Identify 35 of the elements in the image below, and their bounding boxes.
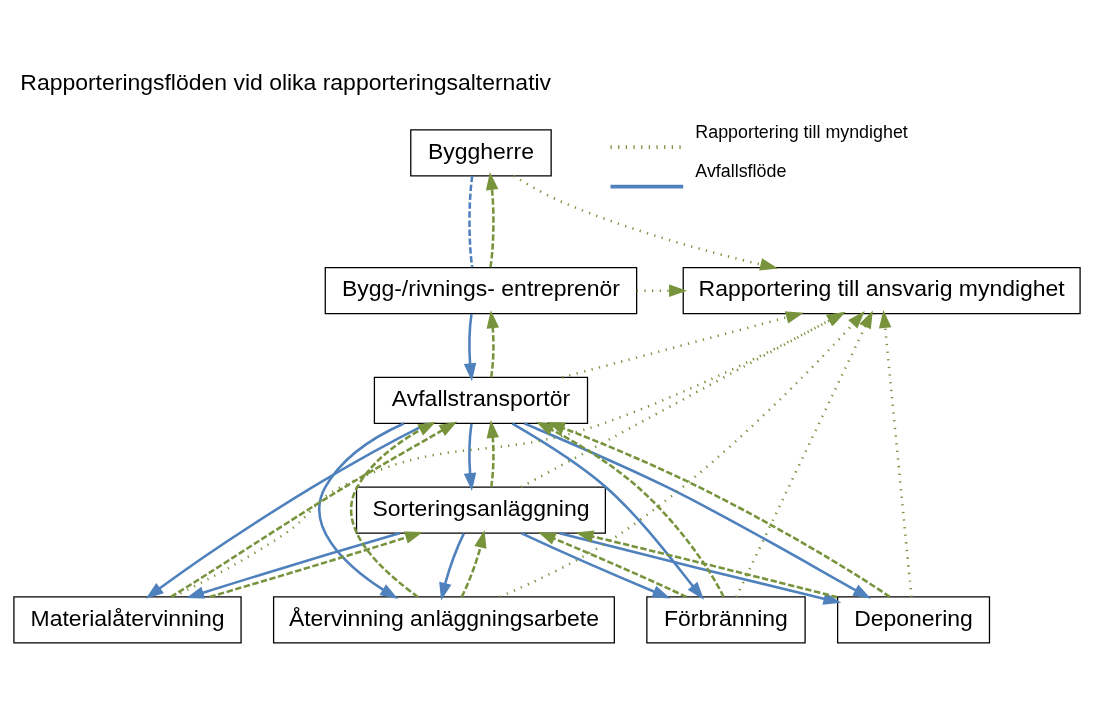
arrow xyxy=(318,421,405,599)
node-box: Förbränning xyxy=(646,595,806,644)
arrow xyxy=(463,313,477,381)
node-box: Byggherre xyxy=(410,128,552,176)
legend-label: Avfallsflöde xyxy=(695,160,787,181)
arrow xyxy=(439,532,465,601)
arrow xyxy=(559,531,842,605)
arrow xyxy=(561,310,804,379)
arrow xyxy=(636,283,687,297)
node-box: Avfallstransportör xyxy=(373,376,589,424)
diagram-title: Rapporteringsflöden vid olika rapporteringsalternativ xyxy=(20,68,552,95)
connector xyxy=(468,175,474,267)
arrow xyxy=(486,419,500,487)
arrow xyxy=(521,531,671,598)
arrow xyxy=(460,529,487,597)
node-box: Deponering xyxy=(837,595,991,644)
arrow xyxy=(170,420,458,598)
node-box: Materialåtervinning xyxy=(13,595,242,644)
arrow xyxy=(575,529,838,598)
arrow xyxy=(511,421,704,600)
node-box: Rapportering till ansvarig myndighet xyxy=(682,266,1081,314)
arrow xyxy=(209,531,423,598)
node-box: Sorteringsanläggning xyxy=(355,486,606,534)
legend-label: Rapportering till myndighet xyxy=(695,121,908,142)
node-box: Bygg-/rivnings- entreprenör xyxy=(324,266,638,314)
arrow xyxy=(512,174,779,271)
arrow xyxy=(485,171,499,267)
node-box: Återvinning anläggningsarbete xyxy=(272,595,615,644)
arrow xyxy=(186,531,400,599)
arrow xyxy=(486,309,500,378)
arrow xyxy=(537,531,688,598)
arrow xyxy=(463,423,477,491)
arrow xyxy=(349,421,436,598)
arrow xyxy=(878,309,913,597)
arrow xyxy=(536,421,725,597)
